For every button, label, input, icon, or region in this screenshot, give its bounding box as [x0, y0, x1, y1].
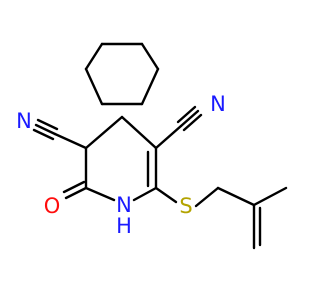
- molecule-structure: N N O N H S: [16, 42, 288, 250]
- carbonyl: [62, 180, 88, 200]
- ring-nitrogen: N: [116, 193, 132, 217]
- pyridinone-ring: [84, 115, 158, 202]
- cyclohexane-ring: [84, 42, 160, 106]
- thioether-sulfur: S: [179, 194, 192, 218]
- carbonyl-oxygen: O: [44, 194, 61, 218]
- ring-nitrogen-hydrogen: H: [116, 214, 132, 238]
- left-nitrile: [32, 118, 88, 150]
- right-nitrile: [154, 105, 203, 150]
- nitrile-nitrogen-left: N: [16, 109, 32, 133]
- methallyl-thioether: [154, 186, 288, 250]
- nitrile-nitrogen-right: N: [210, 92, 226, 116]
